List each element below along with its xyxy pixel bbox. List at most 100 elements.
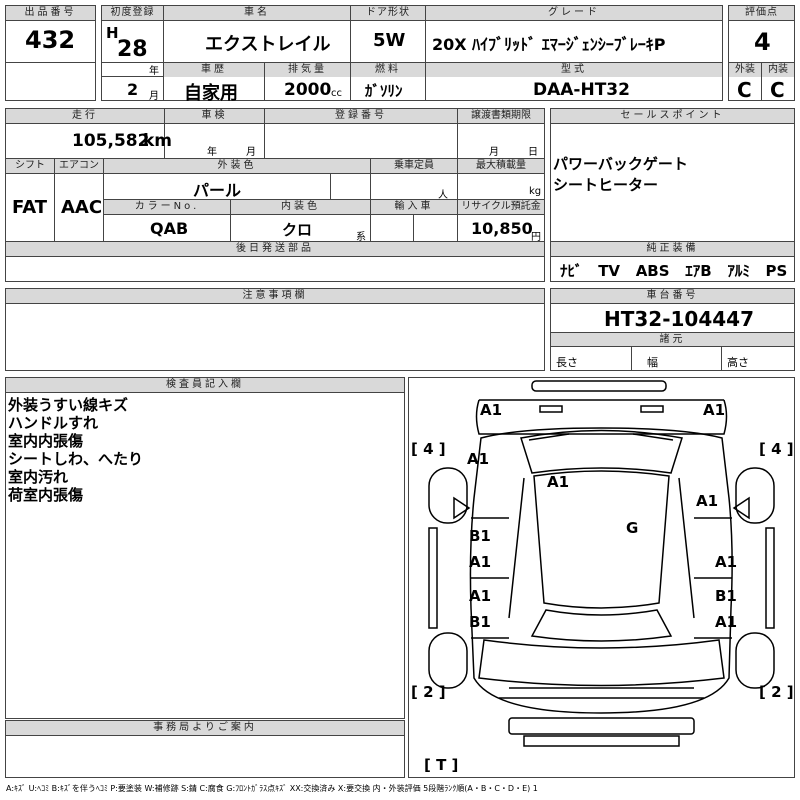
insp-year-unit: 年: [207, 147, 217, 158]
year-unit: 年: [149, 66, 159, 77]
regno-label: 登録番号: [265, 109, 457, 123]
tire-spare: [ T ]: [424, 756, 459, 774]
fuel-label: 燃料: [351, 63, 425, 77]
later-parts-label: 後日発送部品: [6, 242, 544, 256]
history: 自家用: [184, 83, 238, 104]
capacity-label: 乗車定員: [371, 159, 457, 173]
import-label: 輸入車: [371, 200, 457, 214]
name-label: 車名: [164, 6, 350, 20]
history-label: 車歴: [164, 63, 264, 77]
damage-mark: B1: [469, 613, 491, 631]
doors: 5W: [373, 30, 406, 51]
inspector-box: [5, 377, 405, 719]
doors-label: ドア形状: [351, 6, 425, 20]
damage-mark: B1: [469, 527, 491, 545]
grade: 20X ﾊｲﾌﾞﾘｯﾄﾞ ｴﾏｰｼﾞｪﾝｼｰﾌﾞﾚｰｷP: [432, 35, 666, 54]
ext-label: 外装: [729, 63, 761, 77]
int-grade: C: [770, 78, 785, 102]
inspector-line-5: 室内汚れ: [8, 468, 69, 486]
shift-label: シフト: [6, 159, 54, 173]
sales-item-2: シートヒーター: [553, 176, 659, 194]
interior-color: クロ: [282, 221, 313, 239]
equip-ps: PS: [765, 262, 788, 280]
damage-mark: A1: [469, 553, 492, 571]
displacement-unit: cc: [331, 88, 342, 99]
inspector-line-6: 荷室内張傷: [8, 486, 84, 504]
shift: FAT: [12, 197, 48, 218]
recycle-label: リサイクル預託金: [458, 200, 544, 214]
sales-item-1: パワーバックゲート: [553, 155, 688, 173]
color-number: QAB: [150, 219, 189, 238]
equipment-list: ﾅﾋﾞ TV ABS ｴｱB ｱﾙﾐ PS PW: [560, 260, 800, 281]
reg-year: 28: [117, 37, 148, 62]
reg-month: 2: [127, 80, 139, 99]
damage-mark: A1: [547, 473, 570, 491]
lot-cell: [5, 5, 96, 101]
int-label: 内装: [762, 63, 794, 77]
displacement: 2000: [284, 80, 332, 100]
interior-label: 内装色: [231, 200, 370, 214]
equip-alloy: ｱﾙﾐ: [727, 262, 750, 280]
damage-mark: A1: [703, 401, 726, 419]
spec-width: 幅: [647, 356, 658, 369]
fuel: ｶﾞｿﾘﾝ: [365, 82, 403, 100]
inspector-line-1: 外装うすい線キズ: [8, 396, 129, 414]
recycle-fee: 10,850: [471, 219, 533, 238]
model-label: 型式: [426, 63, 722, 77]
equipment-label: 純正装備: [551, 242, 794, 256]
spec-length: 長さ: [556, 356, 578, 369]
colorno-label: カラーNo.: [104, 200, 230, 214]
inspector-label: 検査員記入欄: [6, 378, 404, 392]
tire-front-right: [ 4 ]: [759, 440, 794, 458]
month-unit: 月: [149, 91, 159, 102]
damage-mark: A1: [467, 450, 490, 468]
sales-point-label: セールスポイント: [551, 109, 794, 123]
score: 4: [754, 28, 771, 56]
tire-front-left: [ 4 ]: [411, 440, 446, 458]
era: H: [106, 24, 119, 42]
mileage-unit: km: [143, 131, 173, 151]
recycle-unit: 円: [531, 232, 541, 243]
score-label: 評価点: [729, 6, 794, 20]
mileage: 105,582: [72, 131, 150, 151]
equip-abs: ABS: [635, 262, 670, 280]
spec-height: 高さ: [727, 356, 749, 369]
equip-airbag: ｴｱB: [685, 262, 712, 280]
displacement-label: 排気量: [265, 63, 350, 77]
damage-mark: A1: [469, 587, 492, 605]
tire-rear-left: [ 2 ]: [411, 683, 446, 701]
car-name: エクストレイル: [205, 34, 331, 55]
notes-label: 注意事項欄: [6, 289, 544, 303]
transfer-month-unit: 月: [489, 147, 499, 158]
chassis-label: 車台番号: [551, 289, 794, 303]
capacity-unit: 人: [438, 190, 448, 201]
ext-grade: C: [737, 78, 752, 102]
grade-label: グレード: [426, 6, 722, 20]
inspector-line-4: シートしわ、へたり: [8, 450, 144, 468]
load-unit: kg: [529, 186, 542, 197]
model: DAA-HT32: [533, 80, 630, 100]
transfer-day-unit: 日: [528, 147, 538, 158]
inspector-line-2: ハンドルすれ: [8, 414, 99, 432]
exterior-color: パール: [193, 181, 242, 200]
inspector-line-3: 室内内張傷: [8, 432, 84, 450]
mileage-label: 走行: [6, 109, 164, 123]
insp-month-unit: 月: [246, 147, 256, 158]
lot-label: 出品番号: [6, 6, 95, 20]
damage-mark: A1: [480, 401, 503, 419]
tire-rear-right: [ 2 ]: [759, 683, 794, 701]
specs-label: 諸元: [551, 333, 794, 347]
damage-mark: A1: [715, 553, 738, 571]
lot-number: 432: [25, 26, 76, 54]
damage-mark: G: [626, 519, 639, 537]
ac-label: エアコン: [55, 159, 103, 173]
transfer-label: 譲渡書類期限: [458, 109, 544, 123]
load-label: 最大積載量: [458, 159, 544, 173]
inspection-label: 車検: [165, 109, 264, 123]
color-label: 外装色: [104, 159, 370, 173]
main-header-table: [101, 5, 723, 101]
interior-unit: 系: [356, 232, 366, 243]
equip-nav: ﾅﾋﾞ: [560, 262, 583, 280]
ac: AAC: [61, 197, 103, 218]
chassis-number: HT32-104447: [604, 307, 755, 331]
